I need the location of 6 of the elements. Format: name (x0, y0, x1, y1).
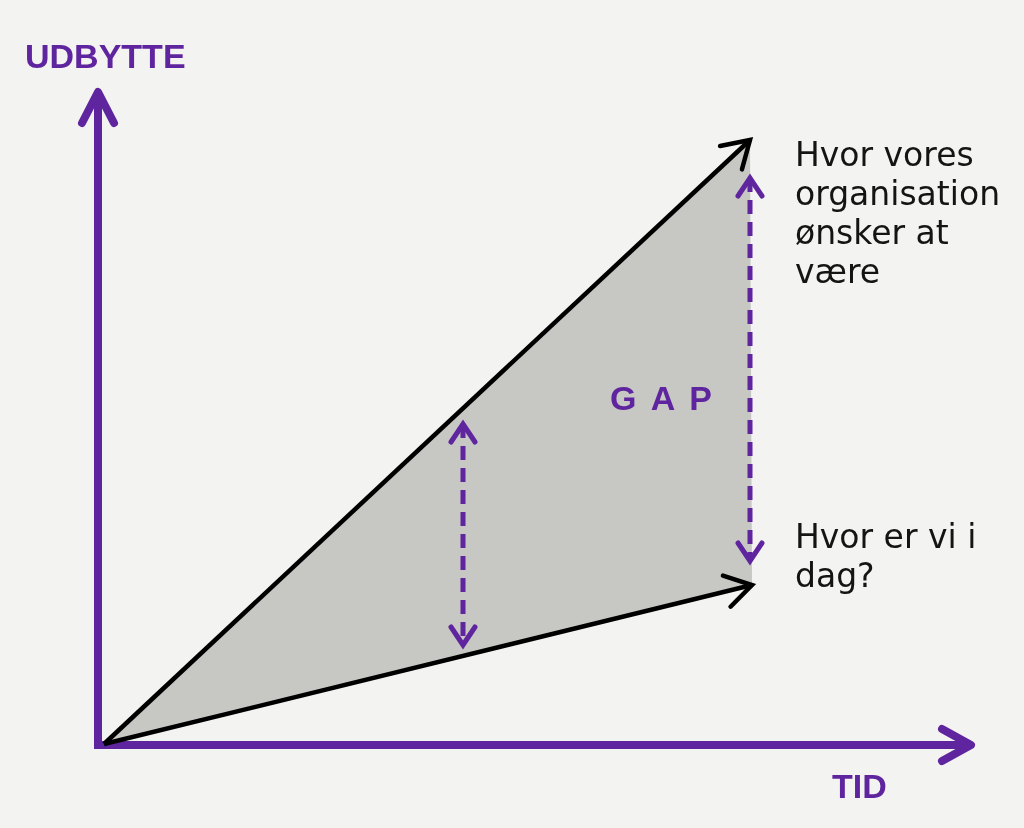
arrow (103, 573, 755, 747)
axis-title: UDBYTTE (25, 36, 186, 76)
annotation-text: Hvor vores organisation ønsker at være (795, 135, 1007, 291)
axis-title: TID (832, 766, 887, 806)
gap-label: G A P (610, 378, 716, 418)
annotation-text: Hvor er vi i dag? (795, 517, 1007, 595)
